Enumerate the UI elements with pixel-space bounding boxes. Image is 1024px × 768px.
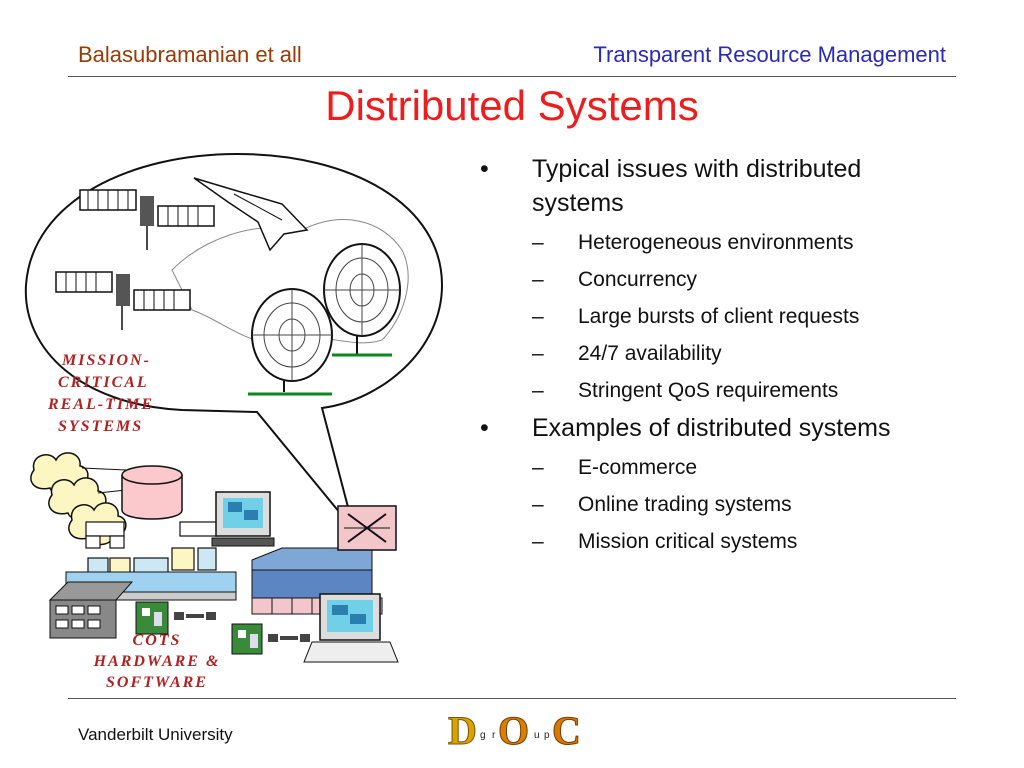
space-shuttle-icon xyxy=(193,177,309,252)
illustration-label: SYSTEMS xyxy=(58,418,143,435)
satellite-icon xyxy=(55,271,191,330)
sub-bullet-item: – Stringent QoS requirements xyxy=(478,372,948,409)
bullet-list: • Typical issues with distributed system… xyxy=(478,152,948,560)
sub-bullet-item: – 24/7 availability xyxy=(478,335,948,372)
sub-bullet-text: Mission critical systems xyxy=(578,530,798,553)
sub-bullet-text: Concurrency xyxy=(578,268,698,291)
illustration-label: REAL-TIME xyxy=(47,396,154,413)
server-icon xyxy=(48,581,134,639)
sub-bullet-item: – Large bursts of client requests xyxy=(478,298,948,335)
logo-small-letter: g xyxy=(480,730,486,741)
connector-icon xyxy=(174,612,310,642)
footer-left: Vanderbilt University xyxy=(78,725,233,744)
slide-title: Distributed Systems xyxy=(325,82,699,129)
computer-monitor-icon xyxy=(211,491,275,547)
illustration-label: CRITICAL xyxy=(58,374,149,391)
dash-mark: – xyxy=(532,493,544,516)
dash-mark: – xyxy=(532,379,544,402)
bullet-item: • Examples of distributed systems xyxy=(478,411,948,445)
sub-bullet-item: – E-commerce xyxy=(478,449,948,486)
dash-mark: – xyxy=(532,342,544,365)
sub-bullet-text: Large bursts of client requests xyxy=(578,305,860,328)
switch-icon xyxy=(337,505,397,551)
logo-letter: O xyxy=(498,708,529,750)
illustration-label: SOFTWARE xyxy=(106,674,208,691)
header-divider xyxy=(68,76,956,77)
doc-group-logo-icon: D O C g r u p xyxy=(448,708,582,750)
satellite-dish-icon xyxy=(323,243,401,357)
header-left: Balasubramanian et all xyxy=(78,42,302,67)
dash-mark: – xyxy=(532,231,544,254)
sub-bullet-text: Stringent QoS requirements xyxy=(578,379,839,402)
illustration-label: HARDWARE & xyxy=(93,653,221,670)
dash-mark: – xyxy=(532,268,544,291)
circuit-board-icon xyxy=(135,601,263,655)
satellite-icon xyxy=(79,189,215,250)
logo-letter: D xyxy=(448,708,477,750)
bullet-text: Examples of distributed systems xyxy=(532,414,891,442)
bullet-text: Typical issues with distributed systems xyxy=(532,155,862,217)
illustration-label: COTS xyxy=(133,632,182,649)
illustration-label: MISSION- xyxy=(61,352,151,369)
logo-letter: C xyxy=(552,708,581,750)
sub-bullet-item: – Online trading systems xyxy=(478,486,948,523)
satellite-dish-icon xyxy=(248,288,333,396)
speech-bubble-icon xyxy=(24,152,444,531)
database-icon xyxy=(121,465,183,520)
sub-bullet-text: Heterogeneous environments xyxy=(578,231,854,254)
sub-bullet-item: – Concurrency xyxy=(478,261,948,298)
header-right: Transparent Resource Management xyxy=(593,42,946,67)
bullet-item: • Typical issues with distributed system… xyxy=(478,152,948,220)
dash-mark: – xyxy=(532,456,544,479)
dash-mark: – xyxy=(532,305,544,328)
network-node-icon xyxy=(85,521,219,575)
computer-monitor-icon xyxy=(303,593,399,663)
sub-bullet-text: Online trading systems xyxy=(578,493,792,516)
bullet-mark: • xyxy=(480,414,489,442)
logo-small-letter: u xyxy=(534,730,540,741)
footer-divider xyxy=(68,698,956,699)
sub-bullet-item: – Mission critical systems xyxy=(478,523,948,560)
sub-bullet-item: – Heterogeneous environments xyxy=(478,224,948,261)
logo-small-letter: r xyxy=(492,730,496,741)
bullet-mark: • xyxy=(480,155,489,183)
sub-bullet-text: E-commerce xyxy=(578,456,698,479)
sub-bullet-text: 24/7 availability xyxy=(578,342,722,365)
dash-mark: – xyxy=(532,530,544,553)
logo-small-letter: p xyxy=(544,730,550,741)
distributed-systems-illustration: MISSION- CRITICAL REAL-TIME SYSTEMS xyxy=(24,152,444,691)
